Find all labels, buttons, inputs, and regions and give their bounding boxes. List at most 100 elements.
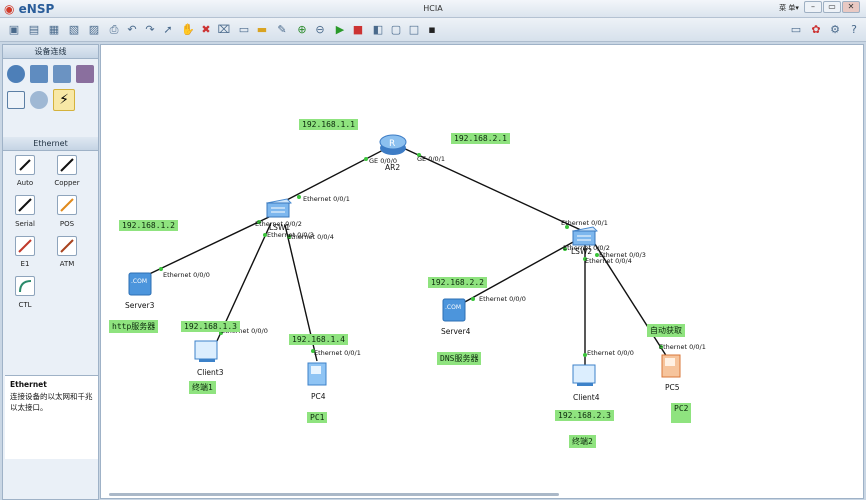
pc-icon[interactable]: [7, 91, 25, 109]
toolbar: ▣ ▤ ▦ ▧ ▨ ⎙ ↶ ↷ ➚ ✋ ✖ ⌧ ▭ ▬ ✎ ⊕ ⊖ ▶ ■ ◧ …: [0, 18, 866, 42]
serial-cable-icon[interactable]: [15, 195, 35, 215]
settings-icon[interactable]: ⚙: [830, 23, 840, 36]
node-label-pc4: PC4: [311, 392, 326, 401]
menu-button[interactable]: 菜 单▾: [779, 4, 799, 12]
node-label-pc5: PC5: [665, 383, 680, 392]
port-label: Ethernet 0/0/3: [599, 251, 646, 259]
note-label: 自动获取: [647, 324, 685, 337]
cable-label-serial: Serial: [15, 220, 35, 228]
topo-icon[interactable]: □: [408, 23, 420, 36]
link-lsw1-server3: [142, 216, 270, 278]
cloud-icon[interactable]: [30, 91, 48, 109]
rect-icon[interactable]: ▬: [256, 23, 268, 36]
close-button[interactable]: ✕: [842, 1, 860, 13]
switch-lsw2[interactable]: [571, 223, 599, 251]
port-label: GE 0/0/1: [417, 155, 445, 163]
node-label-server4: Server4: [441, 327, 471, 336]
client-client4[interactable]: [571, 363, 599, 391]
chat-icon[interactable]: ▭: [790, 23, 802, 36]
note-label: DNS服务器: [437, 352, 482, 365]
zoom-in-icon[interactable]: ⊕: [297, 23, 307, 36]
port-label: Ethernet 0/0/0: [221, 327, 268, 335]
device-sidebar: 设备连线 ⚡ Ethernet Auto Copper Serial POS E…: [2, 44, 99, 500]
hand-icon[interactable]: ✋: [181, 23, 195, 36]
delete-icon[interactable]: ✖: [201, 23, 211, 36]
copper-cable-icon[interactable]: [57, 155, 77, 175]
link-icon[interactable]: ⚡: [53, 89, 75, 111]
cable-label-e1: E1: [20, 260, 30, 268]
cable-label-atm: ATM: [59, 260, 75, 268]
port-label: Ethernet 0/0/1: [659, 343, 706, 351]
note-label: 终端1: [189, 381, 216, 394]
description-title: Ethernet: [10, 380, 47, 389]
print-icon[interactable]: ⎙: [109, 23, 119, 36]
switch-lsw1[interactable]: [265, 195, 293, 223]
terminal-icon[interactable]: ▢: [390, 23, 402, 36]
server-server3[interactable]: .COM: [127, 269, 153, 299]
node-label-lsw2: LSW2: [571, 247, 593, 256]
pc-pc4[interactable]: [305, 361, 333, 391]
cable-label-ctl: CTL: [18, 301, 32, 309]
capture-icon[interactable]: ◧: [372, 23, 384, 36]
cli-icon[interactable]: ▪: [428, 23, 436, 36]
text-icon[interactable]: ▭: [238, 23, 250, 36]
open-icon[interactable]: ▦: [48, 23, 60, 36]
firewall-icon[interactable]: [76, 65, 94, 83]
node-label-client4: Client4: [573, 393, 600, 402]
ip-label: 192.168.1.1: [299, 119, 358, 130]
port-label: Ethernet 0/0/2: [563, 244, 610, 252]
switch-icon[interactable]: [30, 65, 48, 83]
e1-cable-icon[interactable]: [15, 236, 35, 256]
atm-cable-icon[interactable]: [57, 236, 77, 256]
save-icon[interactable]: ▧: [68, 23, 80, 36]
client-client3[interactable]: [193, 339, 221, 367]
title-bar: ◉ eNSP HCIA 菜 单▾ – ▭ ✕: [0, 0, 866, 18]
ip-label: 192.168.1.4: [289, 334, 348, 345]
stop-icon[interactable]: ■: [352, 23, 364, 36]
server-server4[interactable]: .COM: [441, 295, 467, 325]
cable-label-pos: POS: [59, 220, 75, 228]
ethernet-panel-header: Ethernet: [3, 137, 98, 151]
auto-cable-icon[interactable]: [15, 155, 35, 175]
palette-icon[interactable]: ✎: [277, 23, 287, 36]
wireless-icon[interactable]: [53, 65, 71, 83]
minimize-button[interactable]: –: [804, 1, 822, 13]
new-topo-icon[interactable]: ▣: [8, 23, 20, 36]
svg-text:R: R: [389, 139, 395, 149]
link-lsw2-pc5: [592, 240, 668, 358]
topology-canvas[interactable]: R AR2 LSW1 LSW2 .COM Server3 Client3 PC4…: [100, 44, 864, 499]
router-icon[interactable]: [7, 65, 25, 83]
redo-icon[interactable]: ↷: [145, 23, 155, 36]
huawei-icon[interactable]: ✿: [811, 23, 821, 36]
ip-label: 192.168.2.1: [451, 133, 510, 144]
pointer-icon[interactable]: ➚: [163, 23, 173, 36]
port-label: Ethernet 0/0/0: [163, 271, 210, 279]
ctl-cable-icon[interactable]: [15, 276, 35, 296]
zoom-out-icon[interactable]: ⊖: [315, 23, 325, 36]
router-ar2[interactable]: R: [379, 133, 407, 159]
new-exam-icon[interactable]: ▤: [28, 23, 40, 36]
pos-cable-icon[interactable]: [57, 195, 77, 215]
port-label: Ethernet 0/0/0: [479, 295, 526, 303]
start-icon[interactable]: ▶: [335, 23, 345, 36]
link-lsw2-server4: [462, 240, 576, 304]
device-panel-header: 设备连线: [3, 45, 98, 59]
node-label-client3: Client3: [197, 368, 224, 377]
port-label: Ethernet 0/0/4: [585, 257, 632, 265]
node-label-lsw1: LSW1: [269, 223, 291, 232]
maximize-button[interactable]: ▭: [823, 1, 841, 13]
link-ar2-lsw2: [400, 146, 584, 232]
port-label: Ethernet 0/0/2: [255, 220, 302, 228]
window-title: HCIA: [423, 4, 443, 13]
port-label: Ethernet 0/0/3: [267, 231, 314, 239]
save-as-icon[interactable]: ▨: [88, 23, 100, 36]
link-ar2-lsw1: [280, 146, 390, 204]
pc-pc5[interactable]: [659, 353, 687, 383]
undo-icon[interactable]: ↶: [127, 23, 137, 36]
svg-text:.COM: .COM: [445, 304, 461, 311]
horizontal-scrollbar[interactable]: [109, 493, 559, 496]
help-icon[interactable]: ?: [851, 23, 857, 36]
port-label: Ethernet 0/0/4: [287, 233, 334, 241]
delete-link-icon[interactable]: ⌧: [217, 23, 231, 36]
ip-label: 192.168.1.2: [119, 220, 178, 231]
